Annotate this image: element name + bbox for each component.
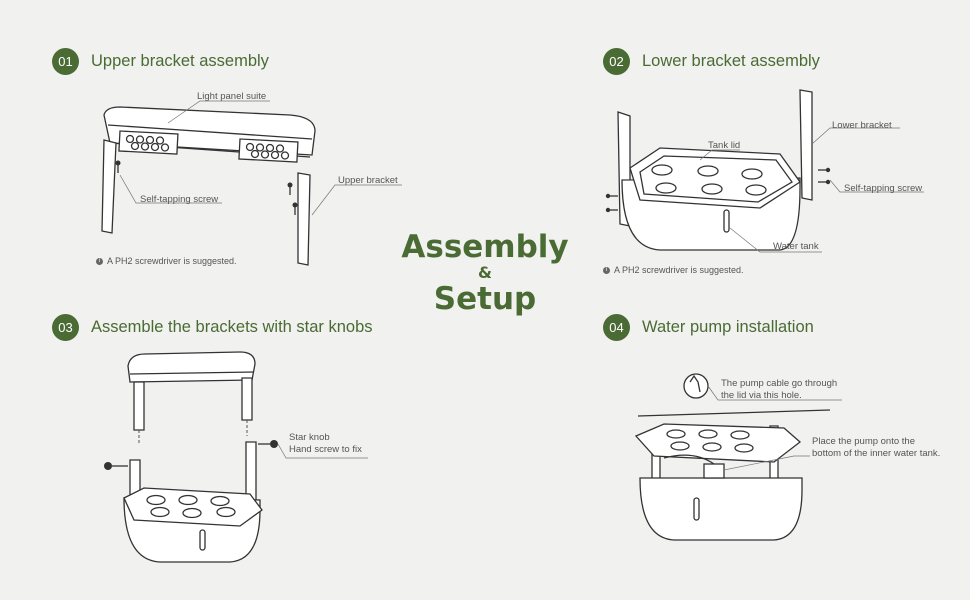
center-title: Assembly & Setup: [395, 230, 575, 316]
label-tank-lid: Tank lid: [708, 140, 741, 151]
step-3-number: 03: [52, 314, 79, 341]
step-1-header: 01 Upper bracket assembly: [52, 48, 269, 75]
step-2-header: 02 Lower bracket assembly: [603, 48, 820, 75]
lower-bracket-illustration: [605, 89, 924, 253]
label-place-pump: Place the pump onto the bottom of the in…: [812, 436, 940, 460]
step-4-number: 04: [603, 314, 630, 341]
label-place-pump-line1: Place the pump onto the: [812, 436, 915, 447]
step-1-title: Upper bracket assembly: [91, 52, 269, 70]
label-self-tapping-screw-2: Self-tapping screw: [844, 183, 923, 194]
note-screwdriver-1: i A PH2 screwdriver is suggested.: [96, 256, 237, 266]
note-screwdriver-1-text: A PH2 screwdriver is suggested.: [107, 256, 237, 266]
label-lower-bracket: Lower bracket: [832, 120, 892, 131]
label-light-panel-suite: Light panel suite: [197, 91, 267, 102]
label-pump-cable-line2: the lid via this hole.: [721, 390, 802, 401]
star-knob-icon: [104, 440, 278, 470]
step-4-title: Water pump installation: [642, 318, 814, 336]
center-title-amp: &: [478, 263, 492, 282]
label-water-tank: Water tank: [773, 241, 819, 252]
step-2-title: Lower bracket assembly: [642, 52, 820, 70]
upper-bracket-illustration: [101, 100, 402, 266]
label-place-pump-line2: bottom of the inner water tank.: [812, 448, 941, 459]
label-pump-cable-line1: The pump cable go through: [721, 378, 838, 389]
step-1-number: 01: [52, 48, 79, 75]
step-3-title: Assemble the brackets with star knobs: [91, 318, 373, 336]
label-self-tapping-screw-1: Self-tapping screw: [140, 194, 219, 205]
label-star-knob-line2: Hand screw to fix: [289, 444, 362, 455]
step-3-header: 03 Assemble the brackets with star knobs: [52, 314, 373, 341]
info-icon: i: [603, 267, 610, 275]
center-title-line2: Setup: [433, 281, 537, 317]
info-icon: i: [96, 258, 103, 266]
label-pump-cable: The pump cable go through the lid via th…: [721, 378, 837, 402]
label-star-knob-line1: Star knob: [289, 432, 330, 443]
star-knob-illustration: [104, 351, 368, 563]
step-4-header: 04 Water pump installation: [603, 314, 814, 341]
center-title-line1: Assembly: [401, 229, 569, 265]
screw-icon: [115, 160, 298, 215]
label-upper-bracket: Upper bracket: [338, 175, 398, 186]
water-pump-illustration: [634, 373, 842, 541]
note-screwdriver-2-text: A PH2 screwdriver is suggested.: [614, 265, 744, 275]
step-2-number: 02: [603, 48, 630, 75]
label-star-knob: Star knob Hand screw to fix: [289, 432, 362, 456]
note-screwdriver-2: i A PH2 screwdriver is suggested.: [603, 265, 744, 275]
